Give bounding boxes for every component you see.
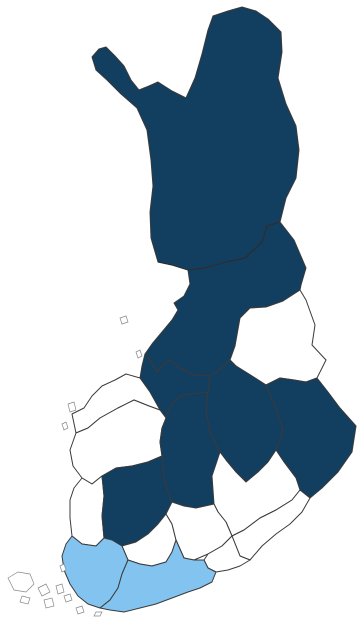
islet-6 <box>93 611 103 617</box>
islet-3 <box>119 315 129 325</box>
coastal-islets <box>59 315 143 617</box>
islet-5 <box>59 563 67 573</box>
island-aland-2 <box>37 583 51 597</box>
border-lapland-north <box>157 221 281 271</box>
island-aland-5 <box>55 583 65 595</box>
islet-1 <box>67 401 77 413</box>
islet-2 <box>61 421 69 431</box>
region-kymenlaakso[interactable] <box>203 535 251 573</box>
region-uusimaa[interactable] <box>99 539 217 613</box>
island-aland-main <box>7 571 35 593</box>
aland-islands <box>7 571 65 609</box>
island-aland-3 <box>19 595 31 605</box>
islet-8 <box>63 593 73 603</box>
island-aland-4 <box>43 597 55 609</box>
region-satakunta[interactable] <box>69 475 105 547</box>
islet-7 <box>75 605 85 615</box>
region-lapland[interactable] <box>91 6 300 271</box>
islet-4 <box>135 349 143 359</box>
